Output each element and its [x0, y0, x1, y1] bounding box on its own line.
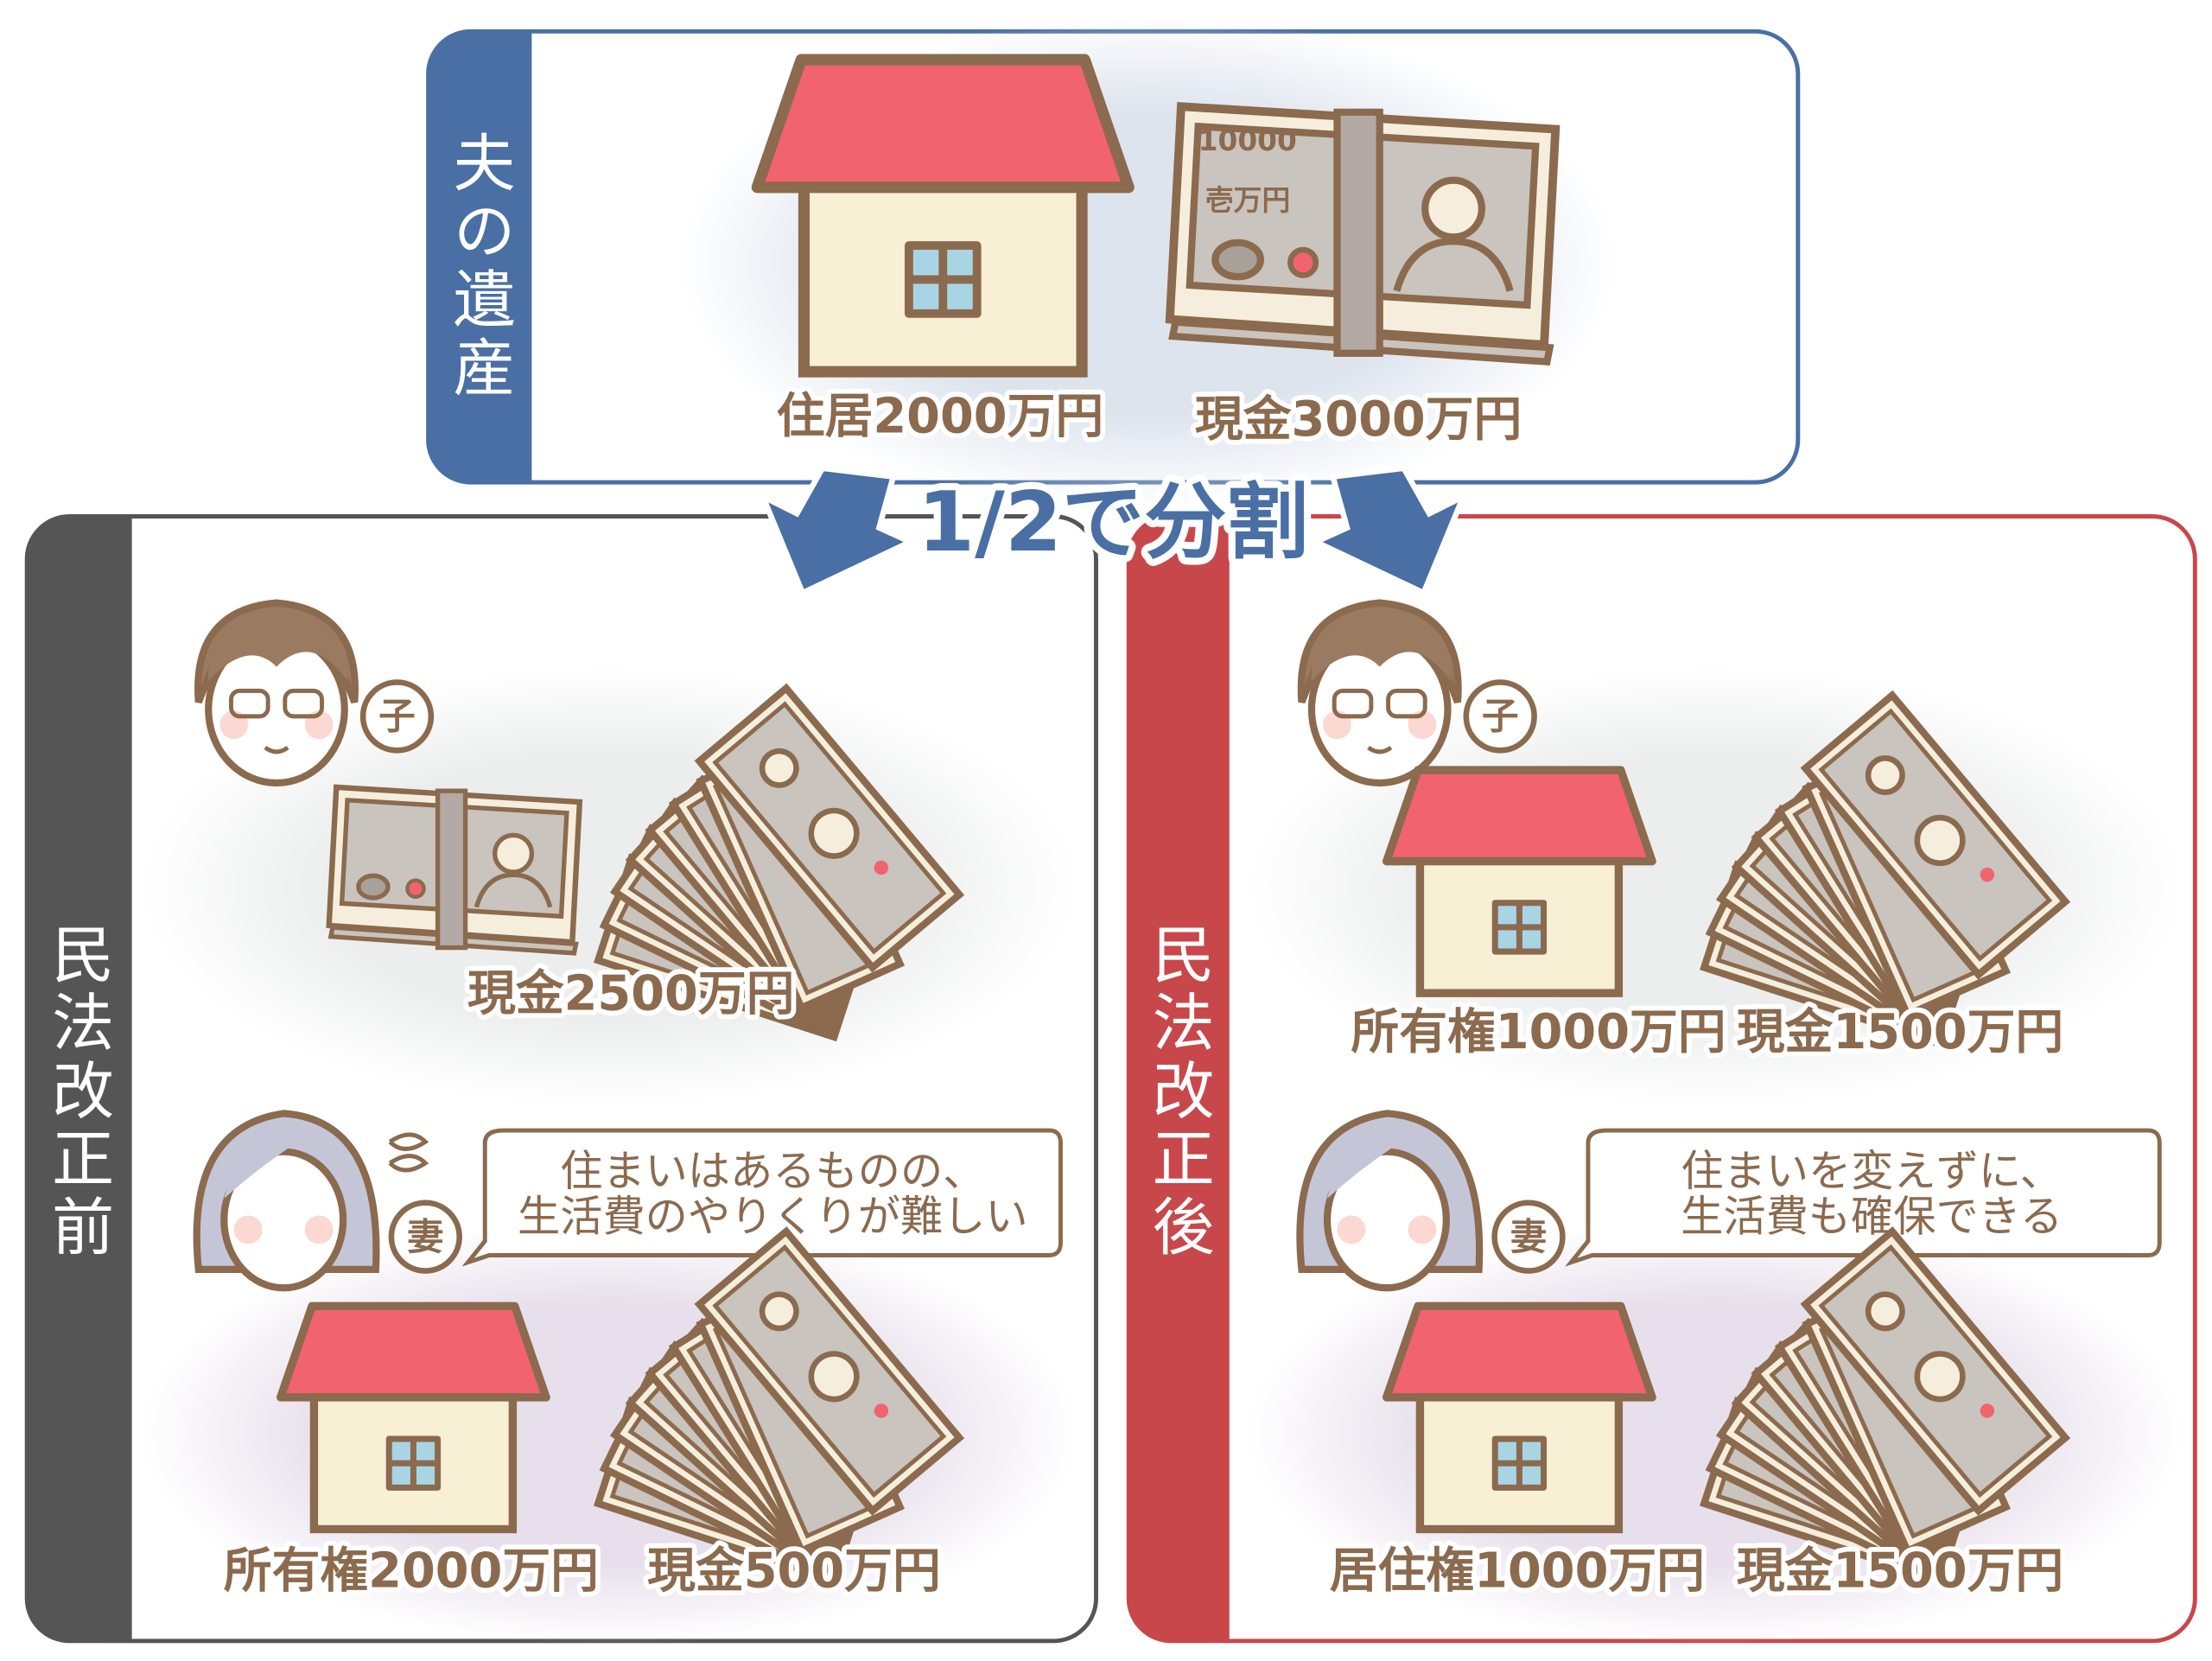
before-child-cash-label: 現金2500万円 — [467, 966, 794, 1022]
split-label: 1/2で分割 — [918, 475, 1309, 570]
before-panel: 民法改正前 子 現金2500万円 妻 住まいはあるものの、 生活費のやりくりが難… — [24, 514, 1098, 1645]
money-bundle-icon — [329, 787, 580, 953]
estate-panel: 夫の遺産 10000 壱万円 住居2000万円 現金3000万円 — [426, 14, 1801, 511]
after-wife-house-label: 居住権1000万円 — [1330, 1543, 1705, 1599]
speech-line-2: 生活費も確保できる — [1681, 1192, 2063, 1242]
house-icon — [281, 1306, 546, 1529]
speech-line-1: 住まいを変えずに、 — [1681, 1146, 2063, 1196]
after-panel: 民法改正後 子 所有権1000万円 現金1500万円 妻 住まいを変えずに、 生… — [1126, 514, 2197, 1645]
wife-tag: 妻 — [407, 1216, 444, 1259]
house-icon — [1387, 1306, 1652, 1529]
son-avatar — [198, 603, 355, 783]
after-child-cash-label: 現金1500万円 — [1737, 1004, 2063, 1060]
estate-cash-label: 現金3000万円 — [1195, 391, 1522, 448]
speech-line-1: 住まいはあるものの、 — [560, 1146, 985, 1196]
son-avatar — [1301, 603, 1459, 783]
speech-bubble — [1565, 1128, 2162, 1267]
after-wife-cash-label: 現金1500万円 — [1737, 1543, 2063, 1599]
wife-tag: 妻 — [1510, 1216, 1548, 1259]
before-title: 民法改正前 — [41, 922, 113, 1263]
after-child-house-label: 所有権1000万円 — [1351, 1004, 1726, 1060]
estate-title: 夫の遺産 — [442, 130, 514, 403]
before-wife-cash-label: 現金500万円 — [647, 1543, 941, 1599]
house-icon — [1387, 770, 1652, 993]
speech-line-2: 生活費のやりくりが難しい — [518, 1192, 1028, 1242]
arrow-left-icon — [757, 465, 918, 597]
child-tag: 子 — [378, 696, 416, 739]
bill-denomination: 壱万円 — [1205, 184, 1290, 217]
estate-house-label: 住居2000万円 — [777, 389, 1103, 445]
worry-swirl-icon — [388, 1132, 429, 1173]
arrow-right-icon — [1309, 465, 1469, 597]
child-tag-circle — [359, 679, 435, 754]
bill-number: 10000 — [1198, 124, 1297, 157]
child-tag: 子 — [1482, 696, 1519, 739]
house-icon — [757, 60, 1128, 372]
before-wife-house-label: 所有権2000万円 — [224, 1543, 599, 1599]
speech-bubble — [461, 1128, 1063, 1267]
after-title: 民法改正後 — [1141, 922, 1213, 1263]
